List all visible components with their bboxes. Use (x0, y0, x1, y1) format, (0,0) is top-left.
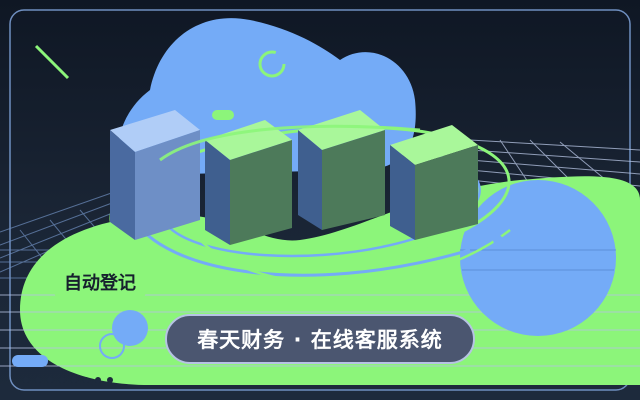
decor-circle-large (460, 180, 616, 336)
decor-slash (34, 44, 70, 80)
tag-badge: 自动登记 (50, 262, 150, 302)
decor-dots (23, 377, 113, 383)
orbit-dot-1 (493, 235, 503, 245)
orbit-front (159, 124, 421, 162)
server-box-2 (205, 120, 292, 245)
decor-circle-small (112, 310, 148, 346)
decor-bar (12, 355, 48, 367)
decor-pill (212, 110, 234, 120)
server-box-4 (390, 125, 478, 240)
server-box-1 (110, 110, 200, 240)
decor-ring-small (99, 333, 125, 359)
circle-lines (460, 249, 616, 271)
server-box-3 (298, 110, 385, 230)
banner-title: 春天财务 · 在线客服系统 (165, 314, 475, 364)
decor-ring-top (258, 50, 286, 78)
